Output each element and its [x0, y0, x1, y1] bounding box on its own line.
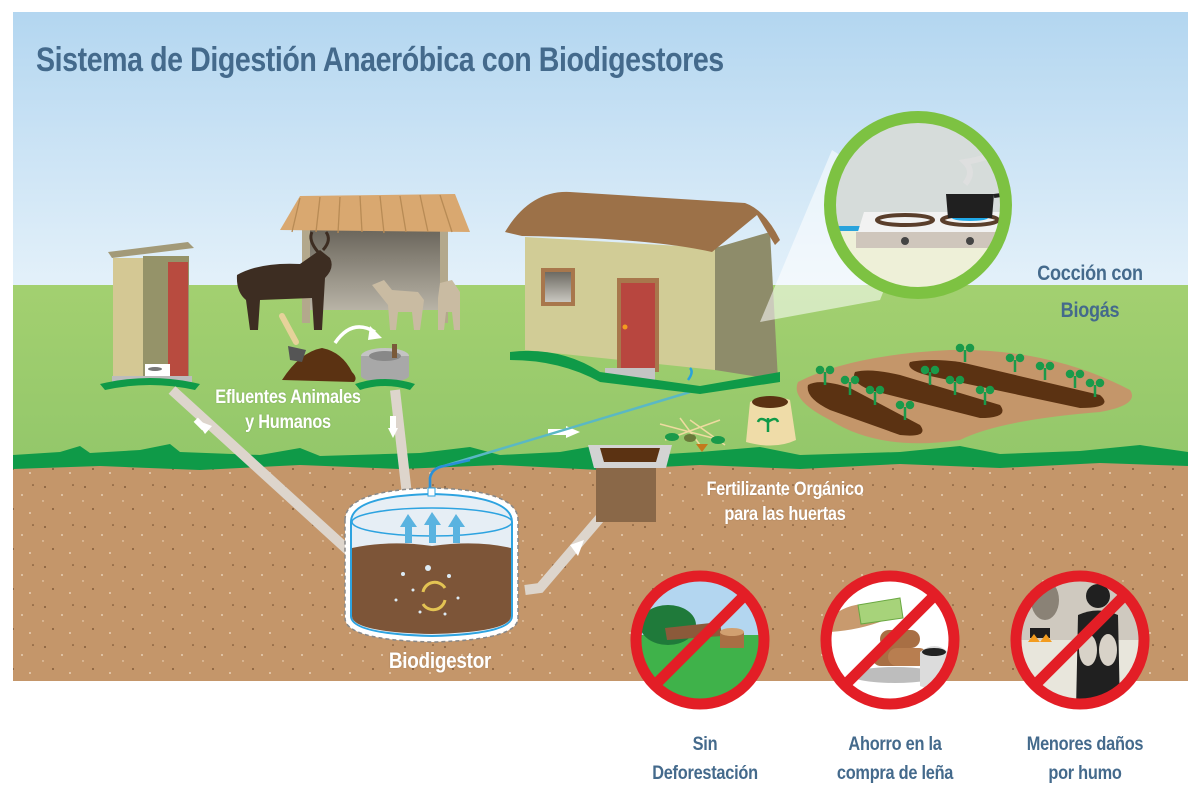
label-biodigestor: Biodigestor: [388, 648, 492, 673]
outlet-pipe: [524, 514, 604, 595]
benefit-caption-no-deforestation: Sin Deforestación: [632, 730, 778, 789]
manure-pile-illustration: [279, 313, 356, 382]
label-line: y Humanos: [245, 411, 331, 433]
label-line: Efluentes Animales: [215, 387, 361, 408]
label-animal-human-effluents: Efluentes Animales y Humanos: [193, 386, 382, 435]
benefit-caption-less-smoke-damage: Menores daños por humo: [1003, 730, 1166, 789]
caption-line: Deforestación: [652, 763, 758, 785]
caption-line: Menores daños: [1026, 734, 1144, 755]
vegetable-garden-illustration: [796, 343, 1132, 444]
benefit-caption-firewood-savings: Ahorro en la compra de leña: [813, 730, 976, 789]
mixing-tank-illustration: [355, 344, 415, 390]
page-title: Sistema de Digestión Anaeróbica con Biod…: [36, 41, 724, 79]
label-line: Fertilizante Orgánico: [706, 479, 864, 500]
house-illustration: [505, 191, 780, 394]
no-deforestation-icon: [630, 570, 770, 710]
no-smoke-damage-icon: [1010, 570, 1150, 710]
inlet-pipe-latrine: [168, 386, 354, 556]
cooking-with-biogas-magnifier: [824, 111, 1012, 299]
label-organic-fertilizer: Fertilizante Orgánico para las huertas: [678, 478, 893, 527]
no-firewood-purchase-icon: [820, 570, 960, 710]
label-cooking-with-biogas: Cocción con Biogás: [1021, 256, 1159, 330]
label-line: para las huertas: [724, 503, 846, 525]
biogas-pipe: [428, 390, 691, 492]
label-line: Cocción con: [1037, 262, 1143, 285]
rising-gas-arrows-icon: [400, 512, 465, 543]
goats-illustration: [372, 280, 460, 330]
recycle-cycle-icon: [421, 580, 447, 612]
compost-heap-illustration: [659, 417, 726, 452]
transfer-arrow-icon: [333, 325, 382, 345]
cow-illustration: [236, 231, 332, 330]
fertilizer-sack-illustration: [746, 396, 796, 446]
caption-line: Sin: [692, 734, 718, 755]
latrine-illustration: [100, 242, 200, 390]
inlet-pipe-tank: [390, 389, 412, 496]
caption-line: compra de leña: [836, 763, 954, 785]
caption-line: por humo: [1048, 763, 1122, 785]
caption-line: Ahorro en la: [848, 734, 942, 755]
label-line: Biogás: [1060, 298, 1120, 322]
biodigestor-tank-illustration: [344, 487, 519, 643]
effluent-outlet-box-illustration: [588, 445, 672, 522]
